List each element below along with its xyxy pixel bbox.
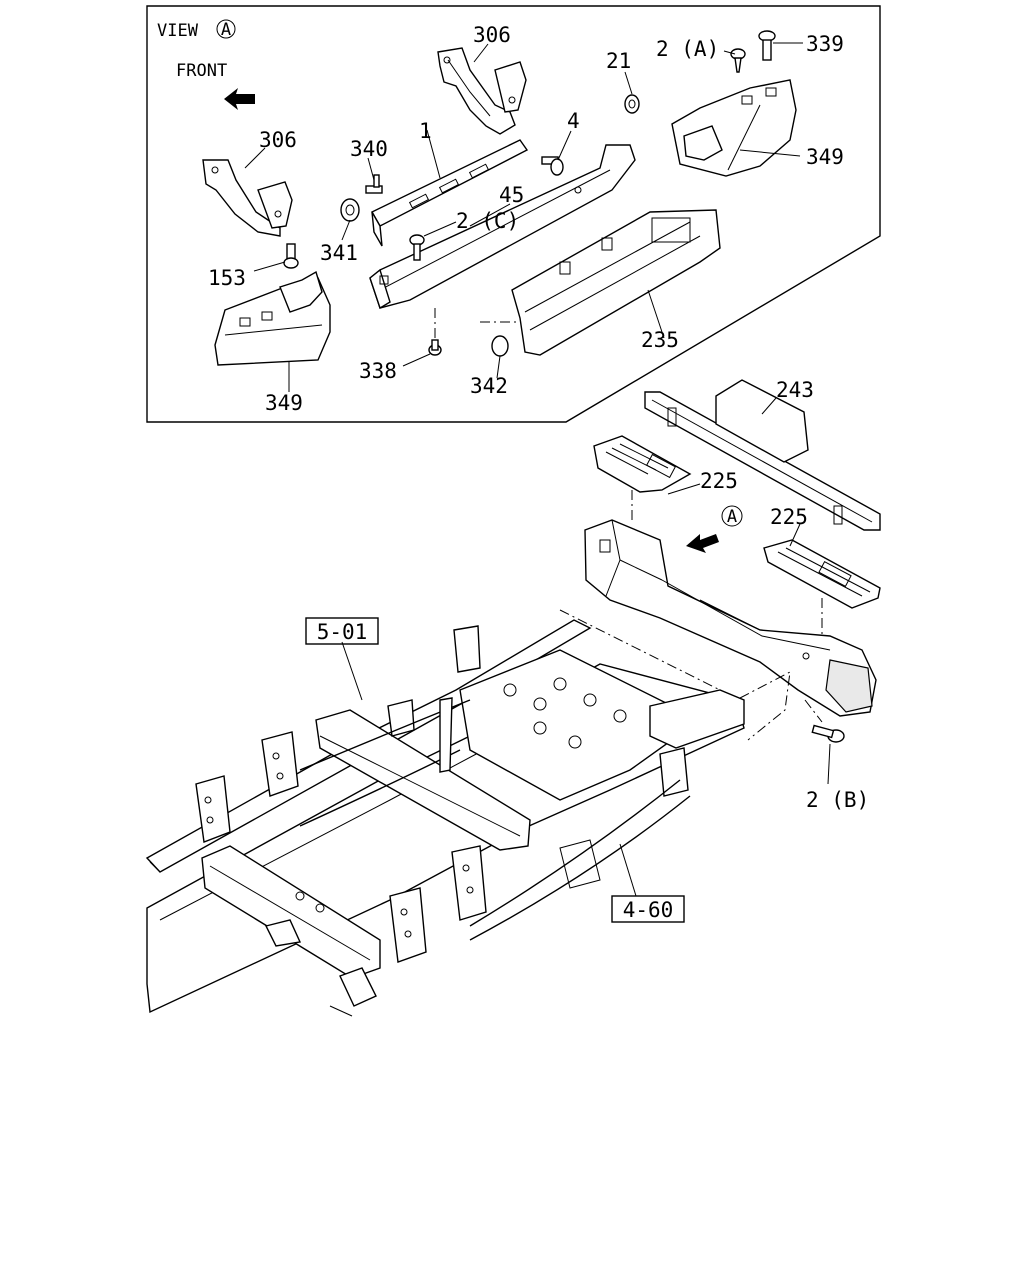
view-a-marker-letter: A — [727, 507, 737, 527]
step-plate-225-right — [763, 539, 881, 609]
callout-349-right: 349 — [806, 145, 844, 169]
callout-225-top: 225 — [700, 469, 738, 493]
step-plate-225-top — [593, 435, 692, 493]
callout-225-right: 225 — [770, 505, 808, 529]
callout-235: 235 — [641, 328, 679, 352]
callout-306-top: 306 — [473, 23, 511, 47]
callout-340: 340 — [350, 137, 388, 161]
front-label: FRONT — [176, 61, 227, 81]
bolt-153 — [283, 243, 299, 269]
callout-1: 1 — [419, 119, 432, 143]
screw-2a — [730, 48, 746, 73]
stay-plate-1 — [371, 139, 529, 247]
step-pad-235 — [511, 209, 721, 356]
callout-349-left: 349 — [265, 391, 303, 415]
view-a-direction-icon — [686, 534, 719, 553]
screw-338 — [428, 339, 442, 356]
ref-box-4-60: 4-60 — [611, 895, 685, 923]
view-a-inset: VIEW A FRONT — [146, 5, 881, 423]
front-arrow-icon — [224, 88, 255, 110]
callout-243: 243 — [776, 378, 814, 402]
ref-label-5-01: 5-01 — [317, 620, 368, 644]
callout-342: 342 — [470, 374, 508, 398]
callout-2b: 2 (B) — [806, 788, 869, 812]
bumper-bar-45 — [369, 144, 636, 310]
callout-45: 45 — [499, 183, 524, 207]
view-marker-letter: A — [221, 20, 231, 40]
cap-342 — [491, 335, 509, 357]
callout-338: 338 — [359, 359, 397, 383]
bolt-4 — [541, 156, 564, 176]
end-cap-349-left — [214, 270, 331, 366]
vehicle-frame-chassis — [145, 619, 745, 1017]
bracket-306-left — [202, 159, 293, 237]
nut-341 — [340, 198, 360, 222]
inset-leader-lines — [244, 42, 803, 392]
view-marker-circle — [216, 19, 236, 39]
bolt-340 — [365, 174, 383, 194]
callout-306-left: 306 — [259, 128, 297, 152]
view-title: VIEW — [157, 21, 199, 41]
end-cap-349-right — [671, 79, 797, 177]
bolt-2c — [409, 234, 425, 261]
callout-21: 21 — [606, 49, 631, 73]
bolt-339 — [758, 30, 776, 61]
callout-2a: 2 (A) — [656, 37, 719, 61]
view-a-marker-circle — [721, 505, 743, 527]
assembly-guide-lines — [559, 490, 823, 741]
callout-153: 153 — [208, 266, 246, 290]
ref-label-4-60: 4-60 — [623, 898, 674, 922]
callout-4: 4 — [567, 109, 580, 133]
callout-2c: 2 (C) — [456, 209, 519, 233]
rear-step-bumper-assembly — [584, 519, 877, 717]
nut-21 — [624, 94, 640, 114]
main-leader-lines — [341, 397, 831, 897]
callout-339: 339 — [806, 32, 844, 56]
ref-box-5-01: 5-01 — [305, 617, 379, 645]
bracket-306-top — [437, 47, 527, 135]
callout-341: 341 — [320, 241, 358, 265]
bolt-2b — [811, 724, 845, 743]
view-a-arrow: A — [686, 505, 743, 553]
rail-243 — [644, 379, 881, 531]
